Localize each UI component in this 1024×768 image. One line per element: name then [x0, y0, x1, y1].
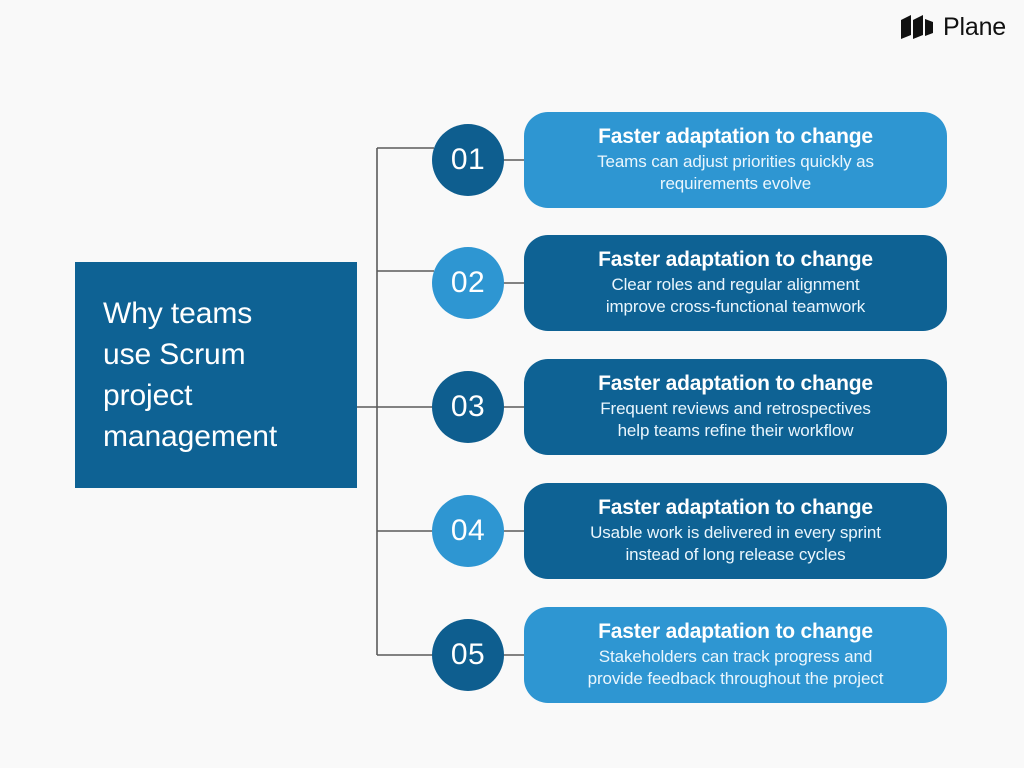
step-number-badge: 04 [432, 495, 504, 567]
benefit-card[interactable]: Faster adaptation to change Stakeholders… [524, 607, 947, 703]
brand-name: Plane [943, 12, 1006, 41]
benefit-row: 03 Faster adaptation to change Frequent … [432, 359, 947, 455]
brand-logo: Plane [900, 14, 1006, 40]
benefit-row: 01 Faster adaptation to change Teams can… [432, 112, 947, 208]
step-number-badge: 01 [432, 124, 504, 196]
step-number-badge: 05 [432, 619, 504, 691]
step-number-badge: 03 [432, 371, 504, 443]
plane-logo-icon [901, 15, 934, 39]
benefit-card[interactable]: Faster adaptation to change Usable work … [524, 483, 947, 579]
benefit-card[interactable]: Faster adaptation to change Frequent rev… [524, 359, 947, 455]
benefit-row: 02 Faster adaptation to change Clear rol… [432, 235, 947, 331]
benefit-card-description: Usable work is delivered in every sprint… [590, 523, 881, 564]
benefit-row: 05 Faster adaptation to change Stakehold… [432, 607, 947, 703]
benefit-card-title: Faster adaptation to change [598, 496, 873, 519]
benefit-card-title: Faster adaptation to change [598, 620, 873, 643]
benefit-card-title: Faster adaptation to change [598, 125, 873, 148]
benefit-card-title: Faster adaptation to change [598, 372, 873, 395]
benefit-card[interactable]: Faster adaptation to change Teams can ad… [524, 112, 947, 208]
benefit-row: 04 Faster adaptation to change Usable wo… [432, 483, 947, 579]
benefit-card-description: Stakeholders can track progress and prov… [587, 647, 884, 688]
benefit-card[interactable]: Faster adaptation to change Clear roles … [524, 235, 947, 331]
page-title: Why teams use Scrum project management [103, 296, 278, 454]
benefit-card-title: Faster adaptation to change [598, 248, 873, 271]
title-panel: Why teams use Scrum project management [75, 262, 357, 488]
benefit-card-description: Clear roles and regular alignment improv… [605, 275, 866, 316]
step-number-badge: 02 [432, 247, 504, 319]
benefit-card-description: Frequent reviews and retrospectives help… [600, 399, 871, 440]
benefit-card-description: Teams can adjust priorities quickly as r… [597, 152, 874, 193]
